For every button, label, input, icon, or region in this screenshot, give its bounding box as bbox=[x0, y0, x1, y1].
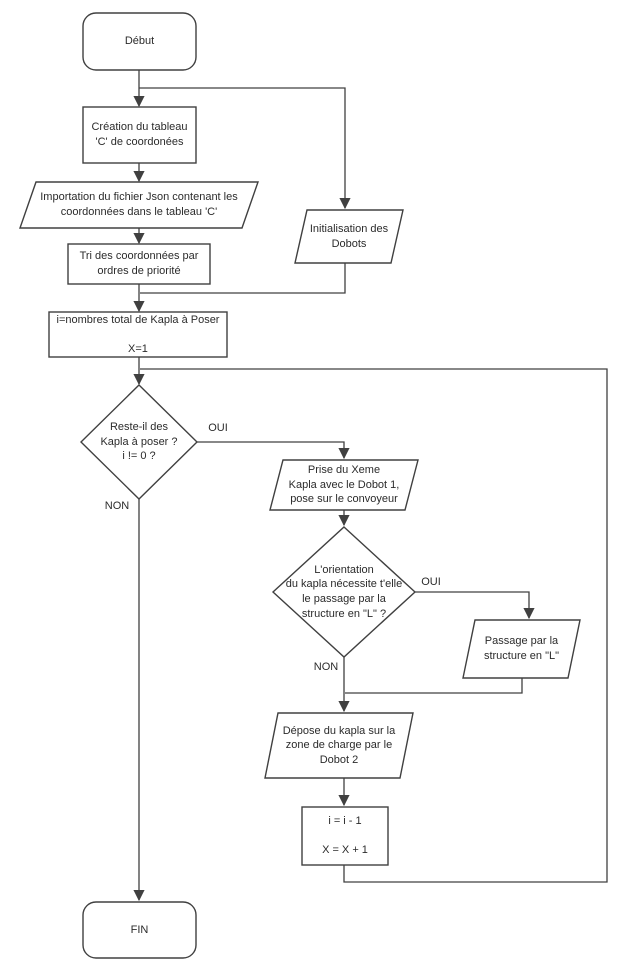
node-shape-compteur bbox=[48, 311, 228, 358]
node-shape-debut bbox=[82, 12, 197, 71]
edge-oui1-to-prise bbox=[197, 441, 350, 460]
edge-init-dobots-merge bbox=[140, 263, 346, 294]
node-shape-increment bbox=[301, 806, 389, 866]
node-shape-depose bbox=[264, 712, 414, 779]
edge-debut-to-init-dobots bbox=[139, 87, 351, 210]
edge-passage-merge bbox=[345, 678, 523, 694]
node-shape-init-dobots bbox=[294, 209, 404, 264]
edge-loop-back bbox=[140, 368, 608, 883]
node-shape-decision-orientation bbox=[271, 526, 417, 658]
node-shape-fin bbox=[82, 901, 197, 959]
node-shape-decision-reste bbox=[80, 384, 198, 500]
node-shape-creation bbox=[82, 106, 197, 164]
node-shape-prise bbox=[269, 459, 419, 511]
node-shape-importation bbox=[19, 181, 259, 229]
node-shape-passage bbox=[462, 619, 581, 679]
node-shape-tri bbox=[67, 243, 211, 285]
edge-oui2-to-passage bbox=[415, 591, 535, 620]
